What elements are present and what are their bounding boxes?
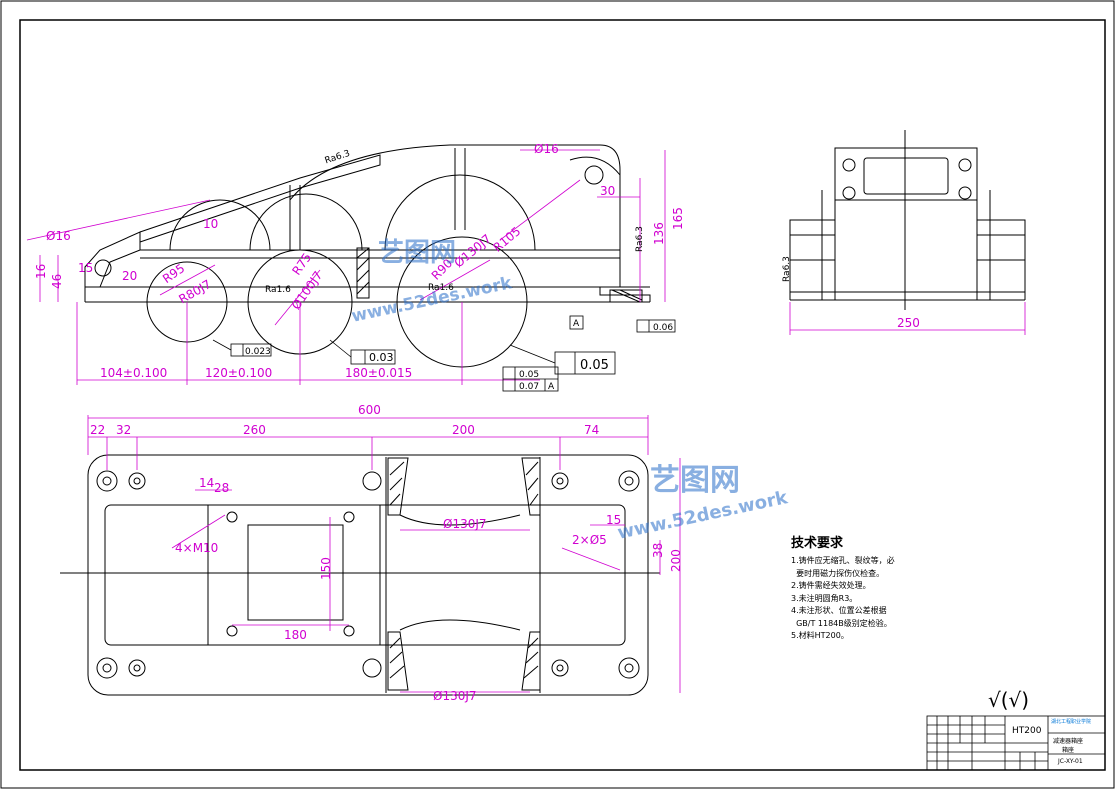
dim-10: 10 <box>203 217 218 231</box>
tol-0023: 0.023 <box>245 347 271 357</box>
plan-dim-14: 14 <box>199 476 214 490</box>
note-item: 4.未注形状、位置公差根据 <box>791 606 887 615</box>
plan-dim-15: 15 <box>606 513 621 527</box>
datum-a: A <box>573 319 580 329</box>
technical-requirements: 技术要求 1.铸件应无缩孔、裂纹等，必 要时用磁力探伤仪检查。 2.铸件需经失效… <box>791 532 971 643</box>
plan-view-dimensions <box>87 415 681 693</box>
dia-16-left: Ø16 <box>46 229 71 243</box>
tolerance-frames <box>212 315 676 392</box>
title-block-grid <box>926 715 1106 771</box>
plan-label-dia130-top: Ø130J7 <box>443 517 487 531</box>
dim-46: 46 <box>50 274 64 289</box>
front-view <box>84 144 651 368</box>
note-item: GB/T 1184B级别定检验。 <box>791 618 892 628</box>
plan-dim-22: 22 <box>90 423 105 437</box>
plan-dim-150: 150 <box>319 557 333 580</box>
watermark-brand-1: 艺图网 <box>378 238 457 268</box>
plan-dim-28: 28 <box>214 481 229 495</box>
plan-label-2xdia5: 2×Ø5 <box>572 533 607 547</box>
note-item: 3.未注明圆角R3。 <box>791 593 858 603</box>
side-dim-250: 250 <box>897 316 920 330</box>
dim-15: 15 <box>78 261 93 275</box>
title-block-part-name: 减速器箱座 <box>1053 738 1084 745</box>
front-view-dimensions <box>26 149 666 385</box>
dim-165: 165 <box>671 207 685 230</box>
tol-006: 0.06 <box>653 323 673 333</box>
title-block-part-sub: 箱座 <box>1062 747 1075 754</box>
title-block-company: 湖北工程职业学院 <box>1051 719 1092 725</box>
dim-16: 16 <box>34 264 48 279</box>
side-view <box>789 130 1026 310</box>
dim-20: 20 <box>122 269 137 283</box>
side-roughness: Ra6.3 <box>782 256 792 282</box>
note-item: 要时用磁力探伤仪检查。 <box>791 568 885 578</box>
title-block-material: HT200 <box>1012 726 1042 736</box>
plan-label-dia130-bottom: Ø130J7 <box>433 689 477 703</box>
watermark-brand-2: 艺图网 <box>650 463 740 498</box>
dim-136: 136 <box>652 222 666 245</box>
note-item: 5.材料HT200。 <box>791 631 849 640</box>
front-view-dim-texts: 104±0.100 120±0.100 180±0.015 136 165 30… <box>34 142 685 380</box>
side-view-dimensions <box>789 302 1026 335</box>
tol-003: 0.03 <box>369 351 394 364</box>
plan-dim-180: 180 <box>284 628 307 642</box>
datum-a-ref: A <box>548 382 555 392</box>
dim-180: 180±0.015 <box>345 366 412 380</box>
roughness-top: Ra6.3 <box>324 149 352 167</box>
roughness-right: Ra6.3 <box>635 226 645 252</box>
tolerance-texts: 0.023 0.03 0.05 0.05 0.07 0.06 A A <box>245 319 673 392</box>
roughness-bore2: Ra1.6 <box>428 283 454 293</box>
dia-16-right: Ø16 <box>534 142 559 156</box>
tol-005-parallel: 0.05 <box>519 370 539 380</box>
note-item: 1.铸件应无缩孔、裂纹等，必 <box>791 556 895 565</box>
dia-100j7: Ø100J7 <box>289 269 325 313</box>
title-block-code: JC-XY-01 <box>1058 758 1083 765</box>
plan-dim-32: 32 <box>116 423 131 437</box>
roughness-bore1: Ra1.6 <box>265 285 291 295</box>
tol-005-main: 0.05 <box>580 358 609 373</box>
plan-dim-74: 74 <box>584 423 599 437</box>
dim-104: 104±0.100 <box>100 366 167 380</box>
plan-dim-600: 600 <box>358 403 381 417</box>
plan-view <box>60 454 660 696</box>
notes-title: 技术要求 <box>791 536 844 551</box>
note-item: 2.铸件需经失效处理。 <box>791 581 871 590</box>
plan-view-dim-texts: 600 22 32 260 200 74 14 28 180 150 15 38… <box>90 403 683 703</box>
plan-dim-38: 38 <box>651 543 665 558</box>
general-roughness-symbol: √(√) <box>988 688 1030 712</box>
dim-30: 30 <box>600 184 615 198</box>
sheet-inner-border <box>19 19 1106 771</box>
plan-dim-200: 200 <box>452 423 475 437</box>
dim-120: 120±0.100 <box>205 366 272 380</box>
plan-dim-200-vertical: 200 <box>669 549 683 572</box>
plan-label-4xm10: 4×M10 <box>175 541 218 555</box>
plan-dim-260: 260 <box>243 423 266 437</box>
tol-007: 0.07 <box>519 382 539 392</box>
